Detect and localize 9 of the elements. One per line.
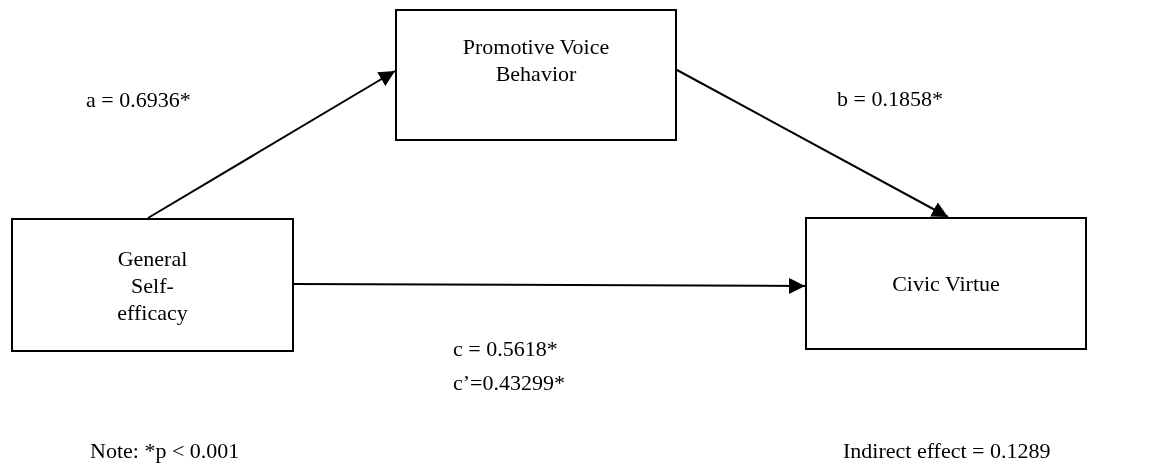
variable-box bbox=[11, 218, 294, 352]
variable-name: General Self-efficacy bbox=[116, 244, 189, 326]
variable-box bbox=[805, 217, 1087, 350]
variable-box bbox=[395, 9, 677, 141]
arrow bbox=[147, 70, 396, 219]
variable-name: Civic Virtue bbox=[892, 270, 1000, 297]
arrow bbox=[293, 277, 806, 294]
variable-name: Promotive Voice Behavior bbox=[461, 33, 611, 87]
arrow bbox=[676, 69, 949, 218]
